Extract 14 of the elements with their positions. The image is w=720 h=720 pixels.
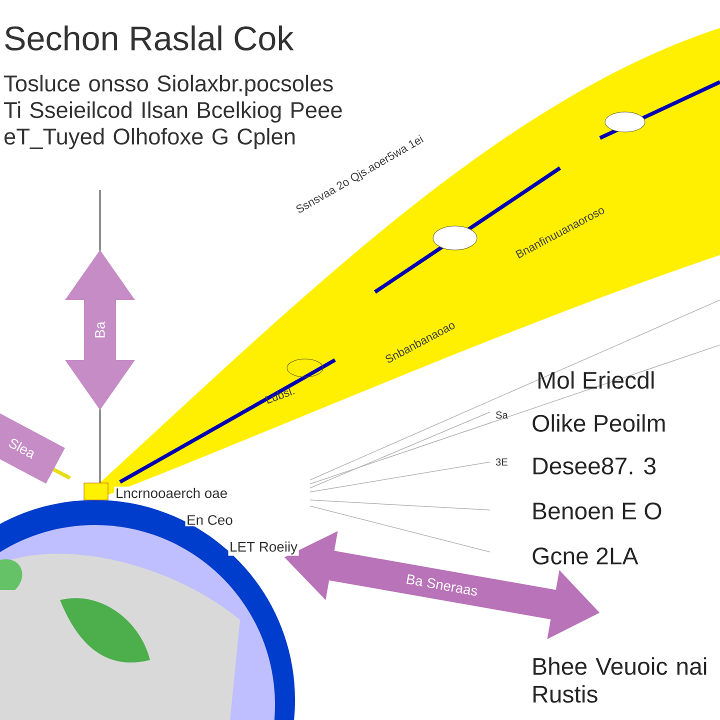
label: Bhee Veuoic nai Rustis bbox=[534, 657, 706, 703]
tag: Slea bbox=[0, 412, 71, 484]
label: En Ceo bbox=[185, 514, 234, 526]
label: LET Roeiiy bbox=[228, 540, 299, 556]
label: Desee87. 3 bbox=[534, 458, 656, 474]
label: Lncrnooaerch oae bbox=[114, 486, 229, 500]
label: Mol Eriecdl bbox=[538, 371, 654, 389]
subtitle: Tosluce onsso Siolaxbr.pocsoles Ti Sseieilcod Ilsan Bcelkiog Peee eT_Tuyed Olhofoxe G Cplen bbox=[4, 74, 342, 150]
label: Olike Peoilm bbox=[532, 414, 665, 432]
callout-number: 3E bbox=[496, 458, 508, 466]
beam-text: Lubsl. bbox=[265, 387, 295, 404]
callout-number: Sa bbox=[496, 411, 508, 419]
label: Benoen E O bbox=[534, 502, 662, 520]
title: Sechon Raslal Cok bbox=[5, 25, 294, 51]
